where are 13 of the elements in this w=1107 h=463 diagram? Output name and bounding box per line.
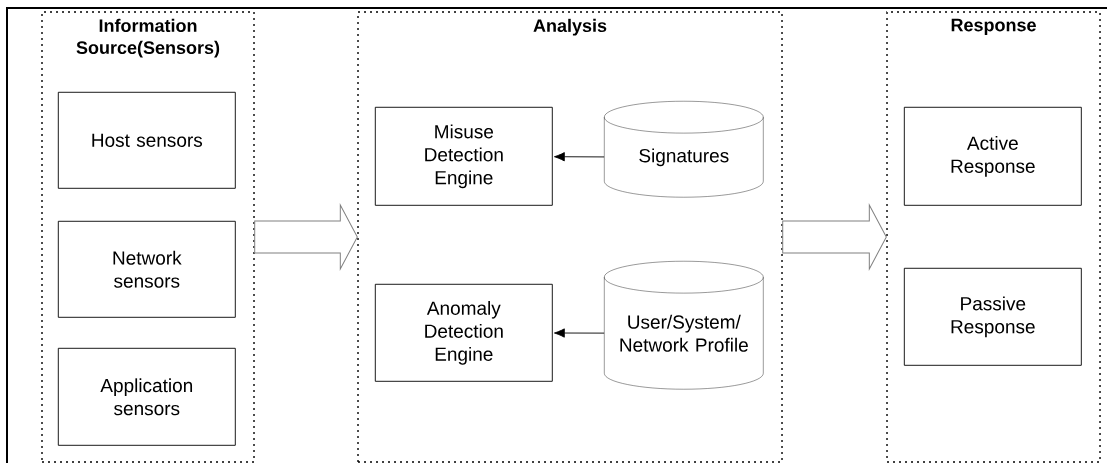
database-cylinder: Signatures (604, 101, 764, 198)
process-box: Application sensors (57, 347, 236, 446)
process-box: Passive Response (903, 267, 1082, 366)
process-box: Anomaly Detection Engine (374, 283, 553, 382)
arrow (554, 152, 605, 162)
process-box: Host sensors (57, 91, 236, 189)
process-box: Misuse Detection Engine (374, 106, 553, 206)
arrow (554, 328, 605, 338)
process-box: Network sensors (57, 220, 236, 318)
database-cylinder: User/System/ Network Profile (604, 261, 764, 390)
process-box: Active Response (903, 106, 1082, 206)
block-arrow (782, 204, 887, 270)
block-arrow (254, 204, 358, 270)
